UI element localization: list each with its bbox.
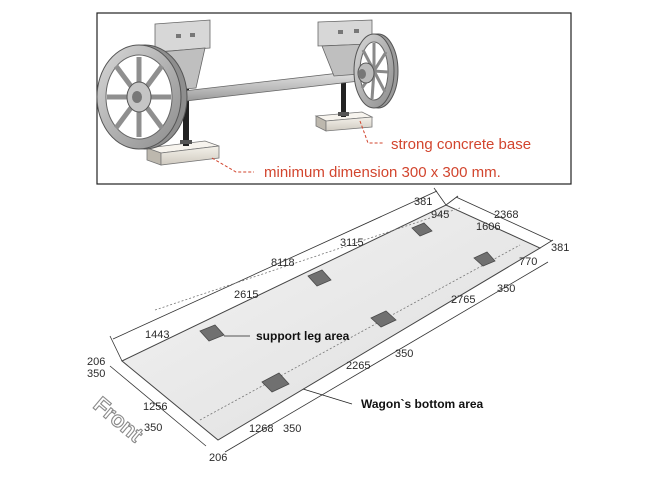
dim-1443: 1443 [145,329,169,341]
wheel-right [353,33,399,109]
wheel-left [96,44,188,150]
dim-8118: 8118 [271,257,295,269]
label-support-leg-area: support leg area [256,329,350,343]
dim-1256: 1256 [143,401,167,413]
dim-350-bottom: 350 [283,423,301,435]
plan-view: support leg area Wagon`s bottom area Fro… [87,187,569,464]
dim-350-right: 350 [497,283,515,295]
support-pad-front-left [199,324,225,342]
callout-strong-base: strong concrete base [359,120,531,153]
support-pad-mid-left [307,269,332,287]
dim-350-mid: 350 [395,348,413,360]
dim-945: 945 [431,209,449,221]
dimension-labels: 381 2368 945 1606 381 3115 8118 770 2615… [87,196,569,464]
dim-770: 770 [519,256,537,268]
dim-2615: 2615 [234,289,258,301]
support-pad-mid-right [370,310,397,328]
dim-350-left: 350 [87,368,105,380]
dim-206-bottom: 206 [209,452,227,464]
support-leg-right [341,72,346,117]
dim-2265: 2265 [346,360,370,372]
support-pad-rear-left [411,222,433,237]
dim-381-top: 381 [414,196,432,208]
dim-1606: 1606 [476,221,500,233]
axle-illustration-panel: strong concrete base minimum dimension 3… [96,12,572,185]
callout-strong-base-text: strong concrete base [391,136,531,153]
support-pad-front-right [261,372,290,393]
support-pad-rear-right [473,251,496,267]
label-front: Front [89,392,149,448]
dim-206-top: 206 [87,356,105,368]
dim-350-low: 350 [144,422,162,434]
dim-2368: 2368 [494,209,518,221]
dim-3115: 3115 [340,237,364,249]
callout-min-dimension-text: minimum dimension 300 x 300 mm. [264,164,501,181]
label-wagon-bottom-area: Wagon`s bottom area [361,397,484,411]
dim-2765: 2765 [451,294,475,306]
dim-381-right: 381 [551,242,569,254]
callout-min-dimension: minimum dimension 300 x 300 mm. [211,157,501,181]
dim-1268: 1268 [249,423,273,435]
